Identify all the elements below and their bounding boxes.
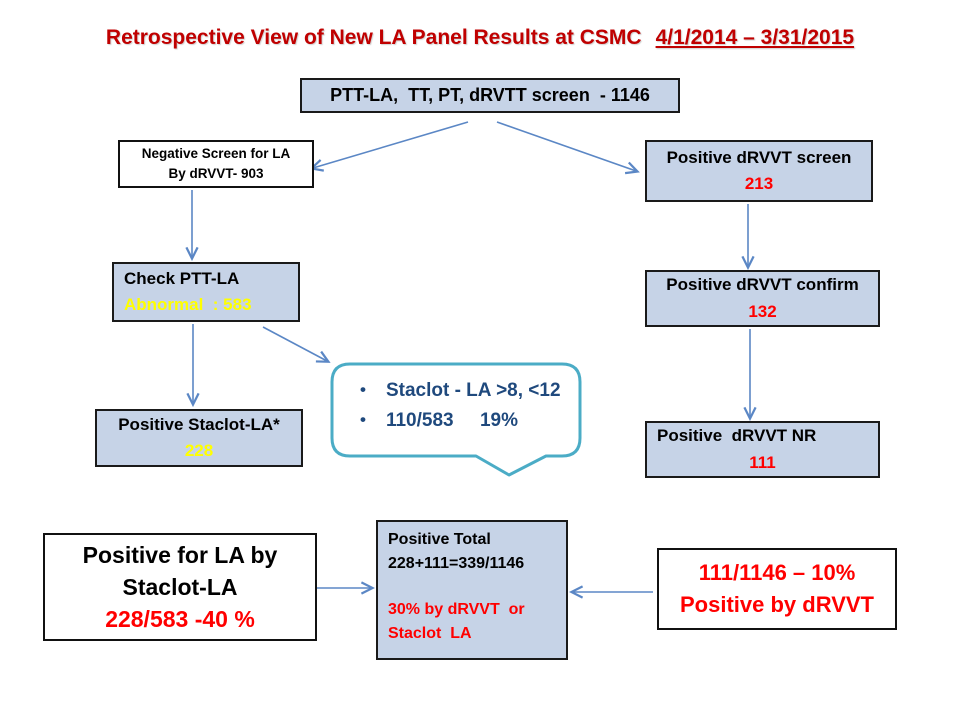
box-value: Staclot LA (388, 625, 472, 642)
title-dates: 4/1/2014 – 3/31/2015 (655, 26, 855, 49)
callout-bullet: 110/583 19% (360, 410, 576, 432)
box-value: 228/583 -40 % (105, 606, 255, 633)
title-text: Retrospective View of New LA Panel Resul… (105, 26, 642, 49)
callout-bullet: Staclot - LA >8, <12 (360, 380, 576, 402)
box-label: Positive dRVVT screen (666, 147, 852, 167)
box-value: Positive by dRVVT (680, 592, 874, 617)
box-label: Positive for LA by (82, 541, 278, 568)
box-value: Abnormal : 583 (124, 295, 252, 314)
box-label: Positive Staclot-LA* (118, 414, 280, 434)
positive-drvvt-nr-box: Positive dRVVT NR 111 (645, 421, 880, 478)
positive-total-box: Positive Total 228+111=339/1146 30% by d… (376, 520, 568, 660)
box-value: 213 (744, 174, 774, 193)
box-value: 30% by dRVVT or (388, 601, 525, 618)
box-value: 111/1146 – 10% (698, 560, 856, 586)
callout-list: Staclot - LA >8, <12 110/583 19% (346, 380, 576, 432)
box-label: By dRVVT- 903 (168, 166, 264, 181)
box-label: Negative Screen for LA (141, 146, 291, 162)
check-ptt-la-box: Check PTT-LA Abnormal : 583 (112, 262, 300, 322)
box-value: 132 (748, 301, 777, 321)
box-value: 228 (184, 441, 214, 460)
box-label: Check PTT-LA (124, 268, 240, 288)
screen-total-box: PTT-LA, TT, PT, dRVTT screen - 1146 (300, 78, 680, 113)
box-label: Positive dRVVT confirm (666, 275, 859, 295)
box-label: 228+111=339/1146 (388, 555, 525, 572)
positive-drvvt-confirm-box: Positive dRVVT confirm 132 (645, 270, 880, 327)
staclot-callout: Staclot - LA >8, <12 110/583 19% (346, 380, 576, 440)
arrow-check-to-callout (262, 326, 327, 361)
box-value: 111 (749, 452, 776, 472)
spacer (388, 576, 566, 598)
staclot-summary-box: Positive for LA by Staclot-LA 228/583 -4… (43, 533, 317, 641)
positive-drvvt-screen-box: Positive dRVVT screen 213 (645, 140, 873, 202)
box-label: Positive Total (388, 531, 491, 548)
arrow-screen-to-positive (496, 121, 636, 171)
box-label: Positive dRVVT NR (657, 426, 817, 446)
box-label: PTT-LA, TT, PT, dRVTT screen - 1146 (330, 85, 650, 105)
arrow-screen-to-negative (313, 121, 469, 168)
drvvt-summary-box: 111/1146 – 10% Positive by dRVVT (657, 548, 897, 630)
positive-staclot-box: Positive Staclot-LA* 228 (95, 409, 303, 467)
slide-title: Retrospective View of New LA Panel Resul… (0, 26, 960, 50)
box-label: Staclot-LA (122, 573, 238, 600)
negative-screen-box: Negative Screen for LA By dRVVT- 903 (118, 140, 314, 188)
